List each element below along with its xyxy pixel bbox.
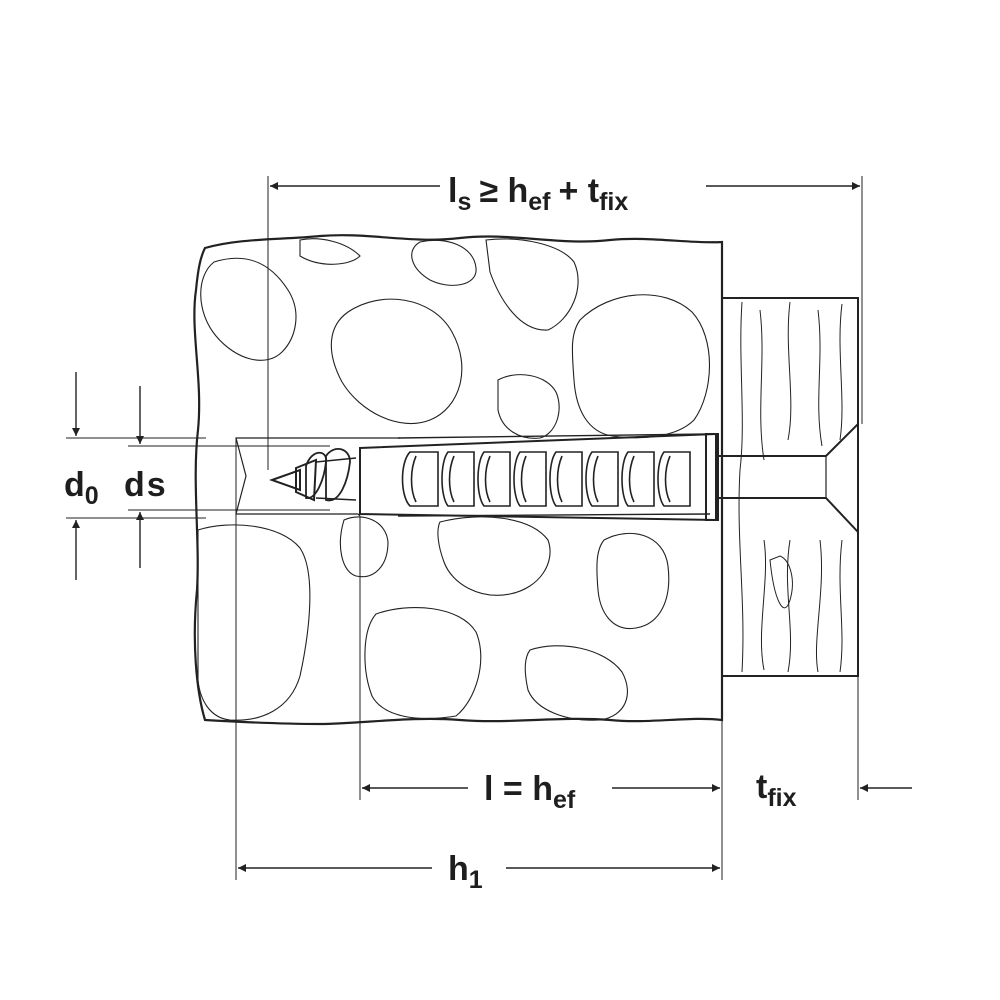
diameter-dimensions: d0 ds [64, 372, 166, 580]
d0-main: d [64, 466, 85, 504]
h1-main: h [448, 850, 469, 888]
ls-fix-sub: fix [599, 188, 628, 216]
svg-text:tfix: tfix [756, 768, 797, 812]
svg-text:l = hef: l = hef [484, 770, 576, 814]
h1-sub: 1 [469, 866, 483, 894]
ls-sub: s [457, 188, 471, 216]
fixture-wood [721, 297, 859, 677]
tfix-dimension: tfix [756, 768, 912, 812]
ls-dimension: ls ≥ hef+ tfix [270, 172, 860, 216]
ls-label: ls ≥ hef+ tfix [448, 172, 628, 216]
svg-text:h1: h1 [448, 850, 483, 894]
l-dimension: l = hef [362, 770, 720, 814]
tfix-sub: fix [767, 784, 796, 812]
d0-sub: 0 [85, 482, 99, 510]
ds-main: d [124, 466, 145, 504]
base-material [193, 234, 724, 726]
drill-hole [235, 437, 400, 880]
extension-lines [66, 176, 863, 880]
plug [359, 432, 719, 522]
l-sub: ef [553, 786, 576, 814]
ds-sub: s [147, 466, 166, 504]
tfix-main: t [756, 768, 767, 806]
svg-text:d0: d0 [64, 466, 99, 510]
svg-text:ds: ds [124, 466, 166, 504]
ls-plus: + t [558, 172, 599, 210]
ls-rel: ≥ h [479, 172, 528, 210]
ls-main: l [448, 172, 457, 210]
l-main: l = h [484, 770, 553, 808]
ls-hef-sub: ef [528, 188, 551, 216]
h1-dimension: h1 [238, 850, 720, 894]
